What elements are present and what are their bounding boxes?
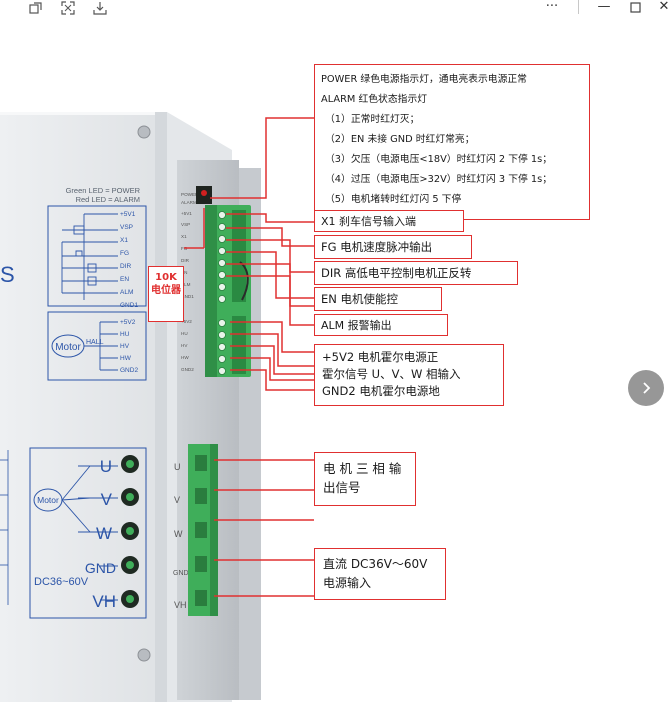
- ctrl-pin-label: GND1: [120, 302, 138, 309]
- hall-pin-label: HU: [120, 331, 130, 338]
- hall-callout-line: 霍尔信号 U、V、W 相输入: [322, 367, 461, 381]
- svg-text:GND1: GND1: [181, 294, 194, 299]
- image-viewer-toolbar: ··· — ✕: [0, 0, 671, 18]
- minimize-button[interactable]: —: [597, 0, 611, 14]
- motor-label-power: Motor: [37, 495, 59, 505]
- hall-pin-label: HV: [120, 343, 130, 350]
- brand-fragment: S: [0, 262, 15, 287]
- green-led-legend: Green LED = POWER: [66, 186, 141, 195]
- svg-text:+5V1: +5V1: [181, 211, 192, 216]
- power-pin-gnd: GND: [85, 560, 116, 576]
- motor-phase-line: 出信号: [323, 480, 361, 495]
- more-options-button[interactable]: ···: [545, 0, 559, 14]
- ctrl-pin-label: +5V1: [120, 211, 136, 218]
- chevron-right-icon: [643, 382, 651, 394]
- led-callout-line: （5）电机堵转时红灯闪 5 下停: [325, 194, 462, 205]
- en-callout: EN 电机使能控: [314, 287, 442, 311]
- hall-label: HALL: [86, 339, 104, 346]
- side-pin-labels: POWER ALARM +5V1 VSP X1 FG DIR EN ALM GN…: [181, 192, 199, 372]
- close-button[interactable]: ✕: [658, 0, 670, 14]
- ctrl-pin-label: X1: [120, 237, 128, 244]
- ctrl-pin-label: ALM: [120, 289, 133, 296]
- screw-top: [137, 125, 151, 139]
- led-indicator-callout: POWER 绿色电源指示灯，通电亮表示电源正常 ALARM 红色状态指示灯 （1…: [314, 64, 590, 220]
- led-callout-line: POWER 绿色电源指示灯，通电亮表示电源正常: [321, 74, 527, 85]
- screw-bottom: [137, 648, 151, 662]
- motor-phase-line: 电 机 三 相 输: [323, 461, 402, 476]
- svg-text:X1: X1: [181, 234, 187, 239]
- side-power-vh: VH: [174, 600, 187, 610]
- svg-text:HU: HU: [181, 331, 188, 336]
- driver-board-illustration: Green LED = POWER Red LED = ALARM +5V1 V…: [0, 112, 314, 702]
- power-pin-vh: VH: [92, 592, 116, 611]
- hall-callout-line: GND2 电机霍尔电源地: [322, 384, 440, 398]
- motor-phase-callout: 电 机 三 相 输 出信号: [314, 452, 416, 506]
- led-callout-line: （2）EN 未接 GND 时红灯常亮；: [325, 134, 475, 145]
- hall-pin-label: GND2: [120, 367, 138, 374]
- ctrl-pin-label: FG: [120, 250, 129, 257]
- toolbar-divider: [578, 0, 579, 14]
- led-callout-line: （3）欠压（电源电压<18V）时红灯闪 2 下停 1s；: [325, 154, 553, 165]
- ctrl-pin-label: DIR: [120, 263, 132, 270]
- side-power-u: U: [174, 462, 181, 472]
- power-pin-v: V: [101, 490, 113, 509]
- svg-text:ALARM: ALARM: [181, 200, 197, 205]
- side-power-v: V: [174, 495, 180, 505]
- alarm-led: [201, 190, 207, 196]
- svg-text:ALM: ALM: [181, 282, 191, 287]
- dc-input-line: 电源输入: [323, 576, 372, 590]
- svg-text:+5V2: +5V2: [181, 319, 192, 324]
- fullscreen-icon[interactable]: [60, 0, 76, 16]
- svg-text:POWER: POWER: [181, 192, 199, 197]
- open-in-window-icon[interactable]: [28, 0, 44, 16]
- hall-pin-label: +5V2: [120, 319, 136, 326]
- ctrl-pin-label: VSP: [120, 224, 133, 231]
- ctrl-pin-label: EN: [120, 276, 129, 283]
- hall-callout: +5V2 电机霍尔电源正 霍尔信号 U、V、W 相输入 GND2 电机霍尔电源地: [314, 344, 504, 406]
- dc-input-callout: 直流 DC36V～60V 电源输入: [314, 548, 446, 600]
- fg-callout: FG 电机速度脉冲输出: [314, 235, 472, 259]
- control-wiring-diagram: [47, 205, 147, 307]
- product-image: Green LED = POWER Red LED = ALARM +5V1 V…: [0, 18, 671, 702]
- download-icon[interactable]: [92, 0, 108, 16]
- svg-text:DIR: DIR: [181, 258, 190, 263]
- dir-callout: DIR 高低电平控制电机正反转: [314, 261, 518, 285]
- side-power-w: W: [174, 529, 183, 539]
- voltage-range-label: DC36~60V: [34, 576, 89, 588]
- dc-input-line: 直流 DC36V～60V: [323, 557, 428, 571]
- svg-text:EN: EN: [181, 270, 187, 275]
- led-callout-line: （4）过压（电源电压>32V）时红灯闪 3 下停 1s；: [325, 174, 553, 185]
- svg-text:HV: HV: [181, 343, 188, 348]
- power-pin-u: U: [100, 457, 112, 476]
- svg-text:HW: HW: [181, 355, 189, 360]
- power-pin-w: W: [96, 524, 112, 543]
- hall-wiring-diagram: [47, 311, 147, 381]
- next-image-button[interactable]: [628, 370, 664, 406]
- svg-text:VSP: VSP: [181, 222, 190, 227]
- svg-text:GND2: GND2: [181, 367, 194, 372]
- led-callout-line: （1）正常时红灯灭；: [325, 114, 420, 125]
- maximize-icon[interactable]: [628, 0, 644, 16]
- led-callout-line: ALARM 红色状态指示灯: [321, 94, 428, 105]
- motor-label: Motor: [55, 342, 81, 353]
- side-power-gnd: GND: [173, 570, 189, 577]
- hall-callout-line: +5V2 电机霍尔电源正: [322, 350, 439, 364]
- alm-callout: ALM 报警输出: [314, 314, 448, 336]
- x1-callout: X1 刹车信号输入端: [314, 210, 464, 232]
- potentiometer-label: 10K 电位器: [148, 266, 184, 322]
- hall-pin-label: HW: [120, 355, 132, 362]
- red-led-legend: Red LED = ALARM: [76, 195, 140, 204]
- power-wiring-diagram: [29, 447, 147, 619]
